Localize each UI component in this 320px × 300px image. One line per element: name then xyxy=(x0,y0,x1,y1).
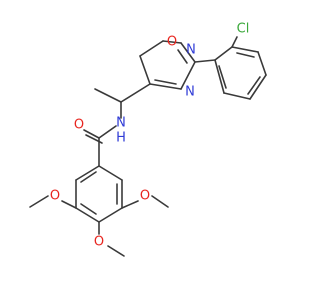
chlorine-label: Cl xyxy=(237,22,250,37)
ring-nitrogen-label: N xyxy=(186,43,196,58)
oxadiazole-ring xyxy=(139,40,196,90)
molecule-structure: O N N Cl N H O O O O xyxy=(29,22,267,257)
methoxy-oxygen-label-left: O xyxy=(50,189,60,204)
methoxy-groups xyxy=(29,195,169,257)
amide-hydrogen-label: H xyxy=(116,131,126,146)
ring-oxygen-label: O xyxy=(167,35,177,50)
methoxy-oxygen-label-right: O xyxy=(140,189,150,204)
carbonyl-oxygen-label: O xyxy=(74,118,84,133)
amide-nitrogen-label: N xyxy=(116,116,126,131)
trimethoxyphenyl-ring xyxy=(75,165,123,223)
aryl-ring-bond xyxy=(194,59,216,63)
chlorophenyl-ring xyxy=(214,46,267,100)
chiral-linker xyxy=(94,83,151,119)
amide-group xyxy=(83,125,117,167)
molecule-canvas: O N N Cl N H O O O O xyxy=(29,22,267,257)
methoxy-oxygen-label-bottom: O xyxy=(94,235,104,250)
c-cl-bond xyxy=(231,36,238,48)
ring-nitrogen-label-2: N xyxy=(185,85,195,100)
